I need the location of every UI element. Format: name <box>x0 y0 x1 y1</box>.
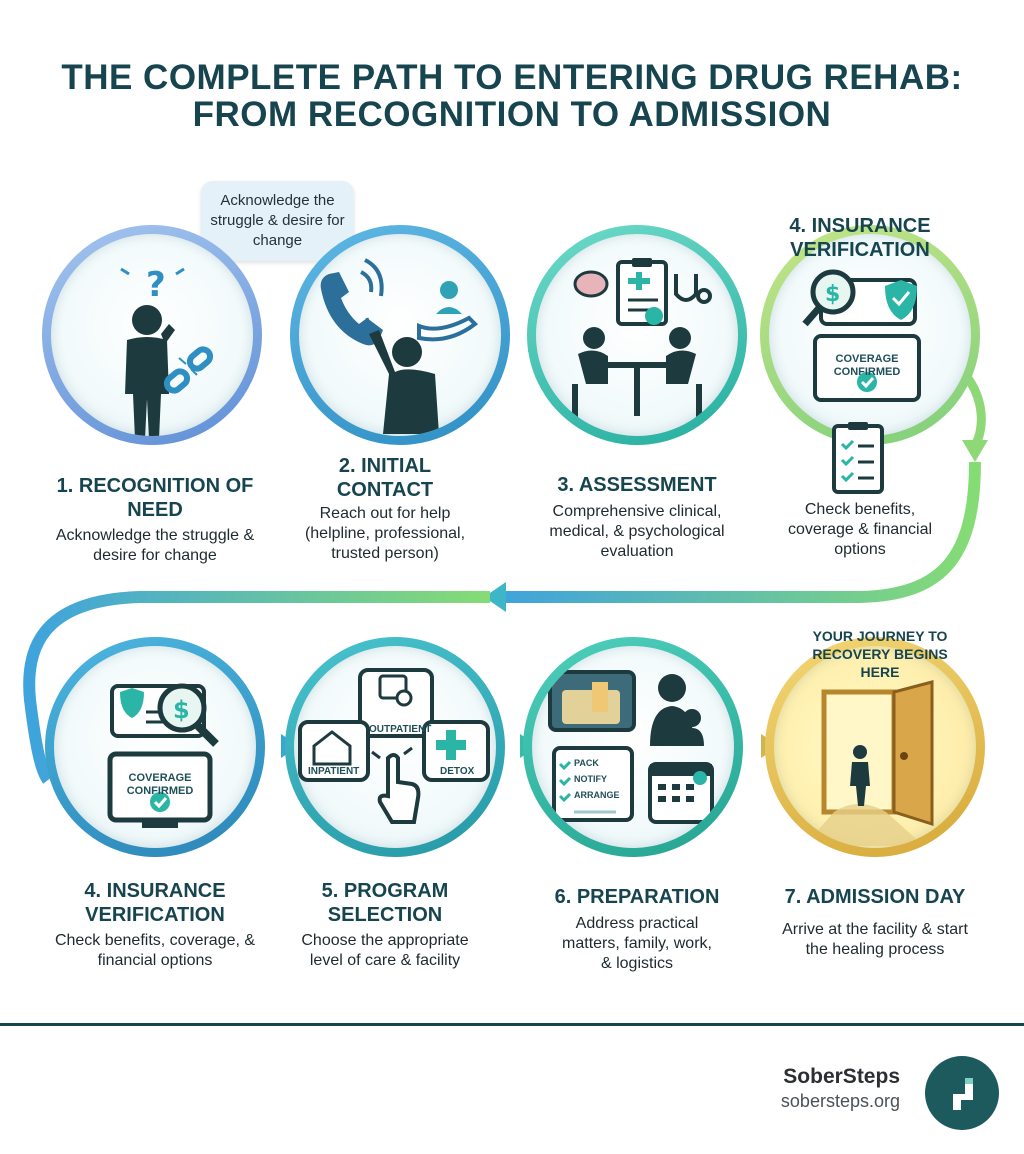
step-6-circle: PACK NOTIFY ARRANGE <box>523 637 743 857</box>
detox-label: DETOX <box>440 766 475 777</box>
step-7-description: Arrive at the facility & start the heali… <box>782 921 968 958</box>
monitor-icon <box>107 751 213 828</box>
step-1-description: Acknowledge the struggle & desire for ch… <box>55 527 255 564</box>
shield-check-icon <box>885 280 917 320</box>
check-item-pack: PACK <box>574 758 599 768</box>
walking-person-icon <box>850 745 870 806</box>
magnifier-dollar-icon: $ <box>802 269 856 327</box>
step-7-circle <box>765 637 985 857</box>
journey-banner: YOUR JOURNEY TO RECOVERY BEGINS HERE <box>812 628 948 680</box>
pointer-hand-icon <box>371 746 421 824</box>
step-4b-title: 4. INSURANCE VERIFICATION <box>84 880 226 926</box>
step-4-circle: $ COVERAGE CONFIRMED <box>760 225 980 445</box>
page-title-line-1: THE COMPLETE PATH TO ENTERING DRUG REHAB… <box>61 58 963 97</box>
phone-icon <box>320 272 383 346</box>
stethoscope-icon <box>674 274 712 304</box>
step-3-title: 3. ASSESSMENT <box>557 474 717 496</box>
question-mark-icon: ? <box>120 265 185 305</box>
step-7-title: 7. ADMISSION DAY <box>784 886 966 908</box>
brand-logo-icon <box>925 1056 999 1130</box>
inpatient-label: INPATIENT <box>308 766 360 777</box>
family-icon <box>650 674 704 746</box>
signal-icon <box>360 258 384 297</box>
step-1-circle: ? <box>42 225 262 445</box>
page-title-line-2: FROM RECOGNITION TO ADMISSION <box>192 95 832 134</box>
step-4-title: 4. INSURANCE VERIFICATION <box>789 215 931 261</box>
coverage-confirmed-badge-2: COVERAGE CONFIRMED <box>126 772 194 797</box>
hospital-icon <box>312 730 352 766</box>
clock-icon <box>395 689 413 707</box>
broken-chain-icon <box>163 346 214 394</box>
speech-bubble: Acknowledge the struggle & desire for ch… <box>201 181 354 273</box>
option-bubble-detox <box>422 720 490 782</box>
outpatient-label: OUTPATIENT <box>369 724 432 735</box>
magnifier-dollar-icon: $ <box>157 683 219 747</box>
step-1-title: 1. RECOGNITION OF NEED <box>56 475 254 521</box>
checklist-clipboard-icon <box>832 422 884 494</box>
step-4b-description: Check benefits, coverage, & financial op… <box>54 932 256 969</box>
calendar-icon <box>648 762 714 824</box>
footer-divider <box>0 1023 1024 1026</box>
step-5-title: 5. PROGRAM SELECTION <box>321 880 449 926</box>
person-icon <box>125 305 175 436</box>
step-2-circle <box>290 225 510 445</box>
brain-icon <box>573 270 609 298</box>
svg-text:$: $ <box>825 282 840 307</box>
step-2-title: 2. INITIAL CONTACT <box>336 455 434 501</box>
option-bubble-inpatient <box>298 720 370 782</box>
reaching-person-icon <box>369 330 439 434</box>
suitcase-icon <box>548 670 636 732</box>
step-4b-circle: $ COVERAGE CONFIRMED <box>45 637 265 857</box>
consultation-icon <box>572 327 702 418</box>
step-2-description: Reach out for help (helpline, profession… <box>304 505 466 562</box>
step-3-circle <box>527 225 747 445</box>
helping-hand-icon <box>417 281 479 342</box>
step-5-description: Choose the appropriate level of care & f… <box>301 932 469 969</box>
clipboard-icon <box>616 258 668 326</box>
svg-text:$: $ <box>173 696 190 724</box>
cross-icon <box>436 730 466 760</box>
brand-name: SoberSteps <box>783 1065 900 1088</box>
step-5-circle: OUTPATIENT INPATIENT DETOX <box>285 637 505 857</box>
check-item-notify: NOTIFY <box>574 774 607 784</box>
coverage-panel <box>813 334 921 402</box>
step-4-description: Check benefits, coverage & financial opt… <box>787 501 933 558</box>
step-6-title: 6. PREPARATION <box>554 886 720 908</box>
check-item-arrange: ARRANGE <box>574 790 620 800</box>
shield-icon <box>120 688 144 718</box>
svg-text:?: ? <box>146 265 166 305</box>
calendar-icon <box>378 674 408 700</box>
step-3-description: Comprehensive clinical, medical, & psych… <box>549 503 725 560</box>
coverage-confirmed-badge: COVERAGE CONFIRMED <box>833 353 901 378</box>
step-6-description: Address practical matters, family, work,… <box>562 915 712 972</box>
option-bubble-outpatient <box>358 668 434 738</box>
checklist-icon <box>552 746 634 822</box>
brand-url[interactable]: sobersteps.org <box>780 1091 900 1111</box>
